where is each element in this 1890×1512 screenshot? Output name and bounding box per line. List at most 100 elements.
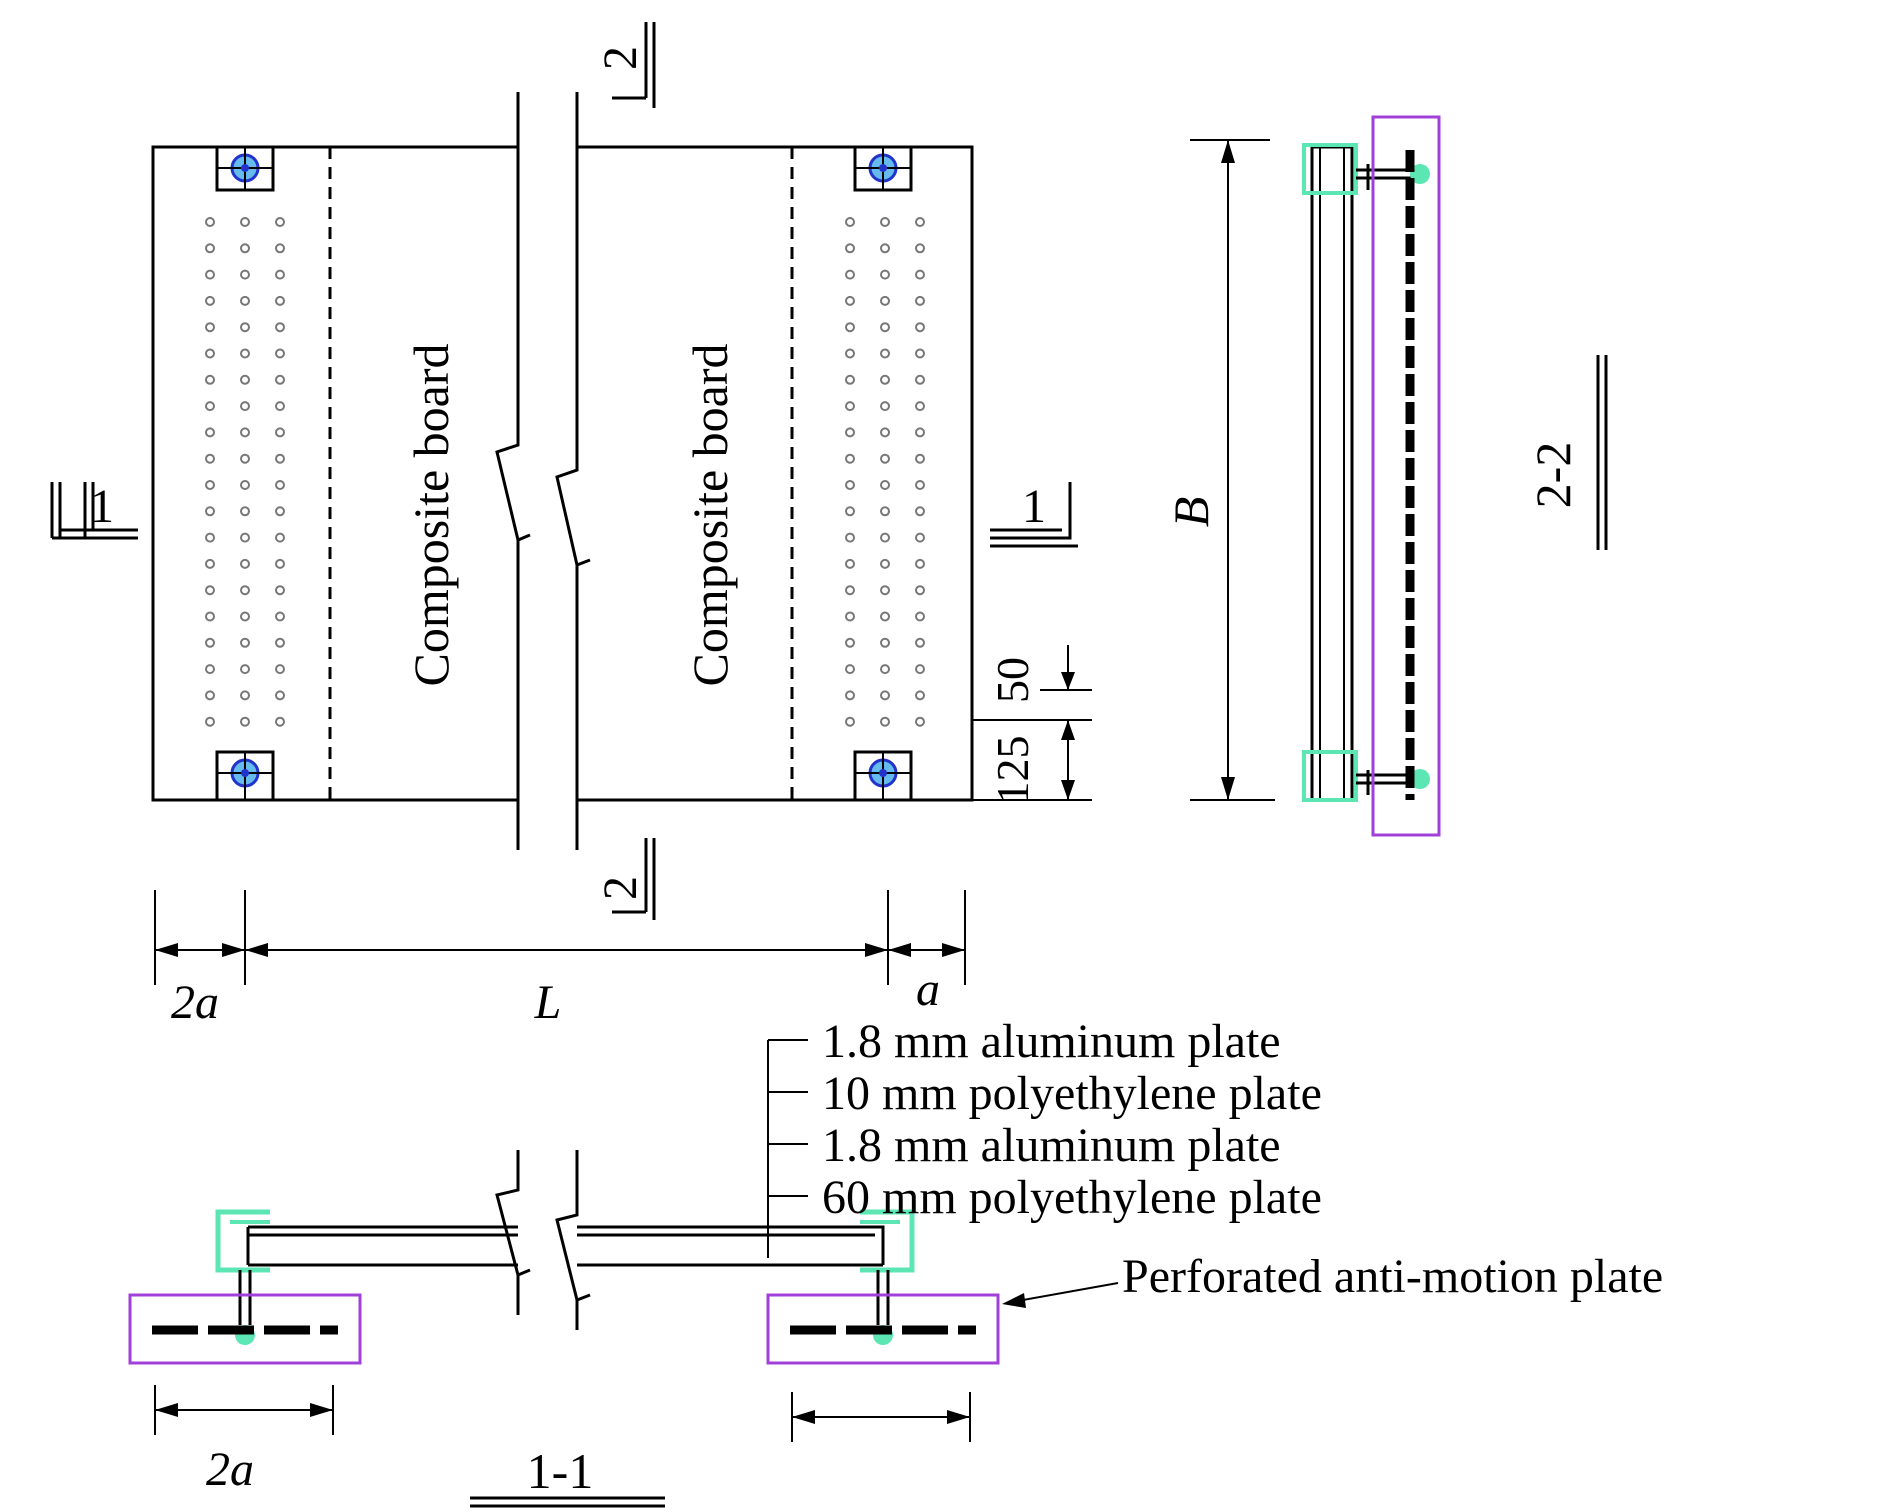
perforation-hole [275,322,285,333]
perforation-hole [205,453,215,464]
svg-text:2-2: 2-2 [1525,442,1581,509]
perforation-hole [845,716,855,727]
section-marker-2-bottom: 2 [594,838,656,920]
perforation-hole [275,558,285,569]
perforation-hole [915,532,925,543]
perforation-hole [915,558,925,569]
perforation-hole [845,558,855,569]
section-break-right [555,1150,591,1330]
dimension-B: B [1163,497,1219,528]
section-view: 1.8 mm aluminum plate 10 mm polyethylene… [128,1015,1663,1508]
perforation-hole [880,611,890,622]
perforation-hole [845,374,855,385]
perforation-hole [275,217,285,227]
perforation-hole [915,348,925,359]
perforation-hole [275,506,285,517]
perforation-hole [240,690,250,701]
perforation-hole [915,243,925,254]
perforation-hole [240,480,250,490]
section-break-left [495,1150,531,1315]
anti-motion-frame-left [128,1293,362,1365]
perforation-hole [915,611,925,622]
perforation-hole [880,558,890,569]
perforation-hole [915,480,925,490]
perforation-hole [275,401,285,412]
perforation-hole [240,453,250,464]
perforation-hole [205,611,215,622]
perforation-hole [915,217,925,227]
perforation-hole [205,217,215,227]
perforation-hole [845,243,855,254]
perforation-hole [205,269,215,280]
bolt-top-left [215,145,275,192]
perforation-hole [880,427,890,438]
perforation-hole [915,427,925,438]
dimension-125: 125 [987,736,1038,805]
anti-motion-frame-side [1371,115,1441,837]
svg-text:2: 2 [594,876,647,900]
perforation-hole [880,506,890,517]
perforation-hole [915,269,925,280]
bolt-bottom-left [215,750,275,802]
perforation-hole [205,532,215,543]
perforation-hole [240,585,250,596]
dimension-125-50: 125 50 [972,645,1092,805]
perforation-hole [240,243,250,254]
perforation-hole [205,322,215,333]
perforation-hole [240,401,250,412]
perforation-hole [205,558,215,569]
perforation-hole [845,348,855,359]
perforation-hole [205,637,215,648]
dimension-50: 50 [987,657,1038,703]
perforation-hole [915,295,925,306]
svg-text:Perforated anti-motion plate: Perforated anti-motion plate [1122,1250,1663,1303]
perforation-hole [915,637,925,648]
perforation-hole [240,269,250,280]
perforation-hole [880,322,890,333]
perforation-hole [275,374,285,385]
perforation-hole [915,664,925,675]
anti-motion-frame-right [766,1293,1000,1365]
perforation-hole [880,637,890,648]
dimension-row-plan: 2a L a [154,890,966,1029]
layer-label-2: 10 mm polyethylene plate [822,1067,1322,1120]
perforation-hole [845,401,855,412]
perforation-hole [275,637,285,648]
perforation-hole [275,716,285,727]
perforation-hole [845,664,855,675]
side-view: B 2-2 [1163,115,1608,837]
perforation-hole [275,243,285,254]
perforation-hole [205,401,215,412]
perforation-hole [205,348,215,359]
perforation-hole [845,295,855,306]
perforation-hole [880,716,890,727]
perforation-hole [205,506,215,517]
perforation-hole [240,348,250,359]
perforation-hole [275,664,285,675]
perforation-hole [880,374,890,385]
perforation-hole [845,637,855,648]
perforation-hole [275,295,285,306]
perforation-hole [880,243,890,254]
perforation-hole [240,611,250,622]
perforation-hole [240,637,250,648]
perforation-hole [205,427,215,438]
section-title-2-2: 2-2 [1525,355,1608,550]
perforation-hole [915,453,925,464]
perforation-hole [275,453,285,464]
perforation-hole [240,427,250,438]
perforation-hole [845,453,855,464]
bolt-top-right [853,145,913,192]
perforation-hole [845,690,855,701]
dimension-row-section: 2a [154,1385,971,1496]
perforation-hole [880,401,890,412]
clamp-section-left [215,1209,270,1273]
perforation-hole [205,374,215,385]
perforation-hole [240,217,250,227]
perforation-hole [240,558,250,569]
perforation-hole [880,269,890,280]
layer-label-1: 1.8 mm aluminum plate [822,1015,1281,1068]
section-title-1-1: 1-1 [470,1443,665,1508]
perforation-hole [915,506,925,517]
